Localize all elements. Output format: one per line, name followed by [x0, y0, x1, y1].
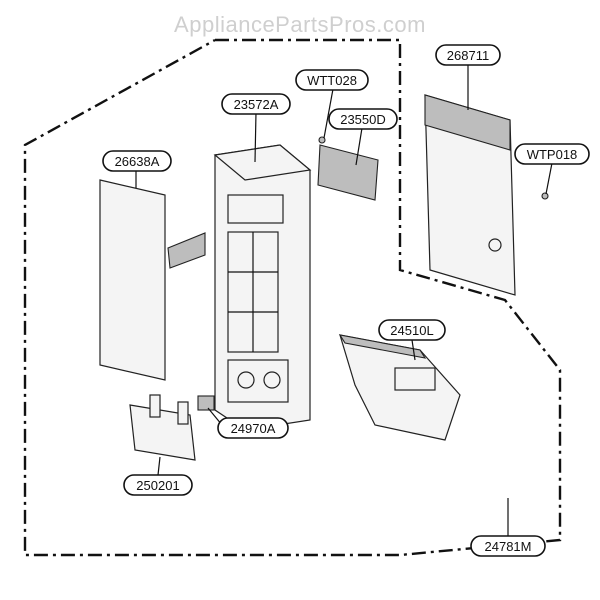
callout-268711: 268711 [435, 44, 501, 66]
part-23550d-sheet-shape [317, 144, 379, 201]
part-250201-pin-right [177, 401, 189, 425]
assembly-boundary-outline [23, 38, 562, 557]
callout-wtp018-bubble [514, 143, 590, 165]
callout-wtt028: WTT028 [295, 69, 369, 91]
part-23572a-lower-hole-left [237, 371, 255, 389]
callout-23550d-label: 23550D [340, 112, 386, 127]
callout-wtp018-label: WTP018 [527, 147, 578, 162]
part-268711-connector-strip [424, 94, 511, 151]
part-23572a-lower-hole-right [263, 371, 281, 389]
leader-23572a [254, 111, 257, 163]
leader-250201 [157, 456, 161, 476]
callout-24510l-label: 24510L [390, 323, 433, 338]
callout-26638a-label: 26638A [115, 154, 160, 169]
callout-wtt028-label: WTT028 [307, 73, 357, 88]
callout-23572a-bubble [221, 93, 291, 115]
part-24510l-grip-block [394, 367, 436, 391]
part-wtp018-screw-shape [541, 192, 549, 200]
part-268711-component [488, 238, 502, 252]
callout-250201-bubble [123, 474, 193, 496]
part-23572a-top-face [213, 144, 312, 181]
leader-23550d [355, 127, 363, 166]
leader-wtt028 [323, 88, 334, 139]
callout-23550d-bubble [328, 108, 398, 130]
callout-24970a-label: 24970A [231, 421, 276, 436]
callout-268711-bubble [435, 44, 501, 66]
callout-250201-label: 250201 [136, 478, 179, 493]
watermark-text: AppliancePartsPros.com [174, 12, 426, 37]
leader-wtp018 [545, 162, 553, 195]
callout-24781m-bubble [470, 535, 546, 557]
callout-23572a-label: 23572A [234, 97, 279, 112]
callout-wtt028-bubble [295, 69, 369, 91]
callout-24510l: 24510L [378, 319, 446, 341]
callout-24970a: 24970A [217, 417, 289, 439]
part-wtt028-screw-shape [318, 136, 326, 144]
callout-26638a: 26638A [102, 150, 172, 172]
callout-250201: 250201 [123, 474, 193, 496]
part-23572a-window-upper [227, 194, 284, 224]
callout-wtp018: WTP018 [514, 143, 590, 165]
part-26638a-panel-shape [99, 179, 166, 381]
part-24970a-spring-shape [197, 395, 215, 411]
callout-24781m-label: 24781M [485, 539, 532, 554]
callout-26638a-bubble [102, 150, 172, 172]
part-26638a-ribbon-shape [167, 232, 206, 269]
callout-268711-label: 268711 [447, 48, 489, 63]
leader-24510l [411, 339, 416, 361]
part-24510l-rail [338, 334, 427, 359]
callout-23572a: 23572A [221, 93, 291, 115]
callout-24970a-bubble [217, 417, 289, 439]
part-250201-pin-left [149, 394, 161, 418]
callout-23550d: 23550D [328, 108, 398, 130]
callout-24510l-bubble [378, 319, 446, 341]
callout-24781m: 24781M [470, 535, 546, 557]
